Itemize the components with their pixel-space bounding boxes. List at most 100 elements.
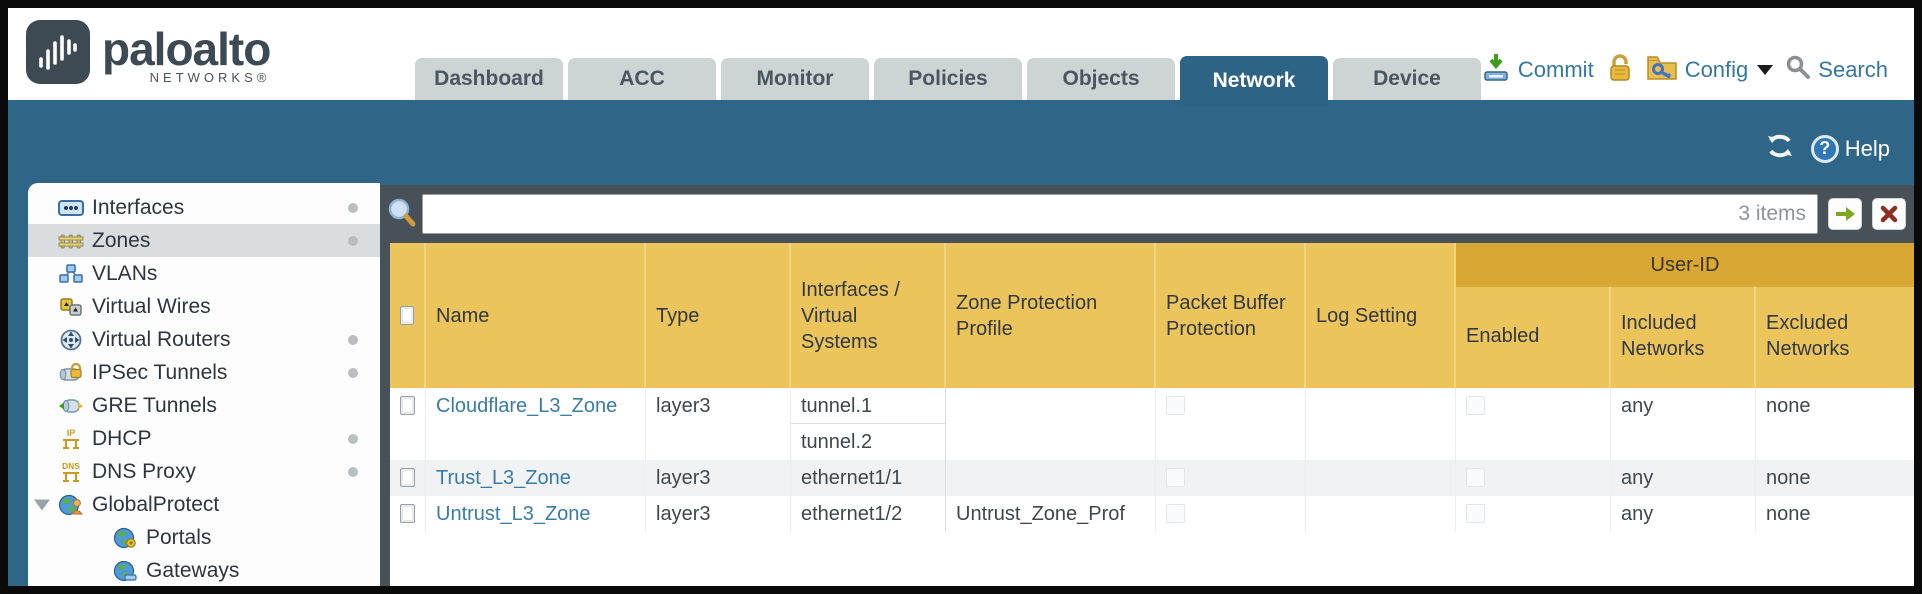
col-zone-protection-profile[interactable]: Zone Protection Profile: [946, 243, 1156, 388]
tab-policies[interactable]: Policies: [874, 58, 1022, 100]
search-icon: [1785, 54, 1811, 86]
gateways-icon: [112, 559, 138, 583]
network-sidebar: Interfaces Zones VLANs Virtual Wires: [28, 183, 380, 586]
zone-name-link[interactable]: Untrust_L3_Zone: [436, 503, 591, 525]
sidebar-item-portals[interactable]: Portals: [28, 521, 380, 554]
expand-caret-icon[interactable]: [34, 499, 50, 510]
portals-icon: [112, 526, 138, 550]
interface-entry: tunnel.1: [791, 388, 945, 424]
zone-name-link[interactable]: Cloudflare_L3_Zone: [436, 395, 618, 417]
virtual-wires-icon: [58, 295, 84, 319]
config-icon: [1646, 52, 1678, 88]
tab-acc[interactable]: ACC: [568, 58, 716, 100]
lock-icon[interactable]: [1606, 53, 1634, 88]
dhcp-icon: IP: [58, 427, 84, 451]
zone-type: layer3: [646, 388, 791, 460]
col-packet-buffer-protection[interactable]: Packet Buffer Protection: [1156, 243, 1306, 388]
included-networks: any: [1611, 388, 1756, 460]
status-dot: [348, 466, 358, 477]
userid-enabled-checkbox[interactable]: [1466, 396, 1485, 415]
zone-type: layer3: [646, 460, 791, 496]
tab-network[interactable]: Network: [1180, 56, 1328, 106]
help-icon: ?: [1810, 134, 1839, 163]
filter-bar: 3 items: [380, 185, 1914, 243]
search-button[interactable]: Search: [1785, 54, 1888, 86]
filter-input[interactable]: [422, 194, 1818, 234]
commit-button[interactable]: Commit: [1481, 52, 1594, 88]
config-menu[interactable]: Config: [1646, 52, 1774, 88]
zones-icon: [58, 229, 84, 253]
refresh-icon[interactable]: [1765, 132, 1795, 165]
sidebar-item-gateways[interactable]: Gateways: [28, 554, 380, 586]
brand-subtext: NETWORKS®: [149, 70, 271, 85]
row-checkbox[interactable]: [400, 396, 415, 415]
zone-interfaces: tunnel.1 tunnel.2: [791, 388, 946, 460]
interface-entry: tunnel.2: [801, 431, 873, 453]
table-row[interactable]: Untrust_L3_Zone layer3 ethernet1/2 Untru…: [390, 496, 1914, 532]
col-name[interactable]: Name: [426, 243, 646, 388]
col-included-networks[interactable]: Included Networks: [1611, 243, 1756, 388]
userid-enabled-checkbox[interactable]: [1466, 504, 1485, 523]
col-interfaces[interactable]: Interfaces / Virtual Systems: [791, 243, 946, 388]
gre-tunnels-icon: [58, 394, 84, 418]
sidebar-item-vlans[interactable]: VLANs: [28, 257, 380, 290]
log-setting: [1306, 388, 1456, 460]
main-tabs: Dashboard ACC Monitor Policies Objects N…: [415, 56, 1481, 106]
virtual-routers-icon: [58, 328, 84, 352]
table-header: Name Type Interfaces / Virtual Systems Z…: [390, 243, 1914, 388]
sidebar-item-gre-tunnels[interactable]: GRE Tunnels: [28, 389, 380, 422]
table-row[interactable]: Cloudflare_L3_Zone layer3 tunnel.1 tunne…: [390, 388, 1914, 460]
sidebar-item-ipsec-tunnels[interactable]: IPSec Tunnels: [28, 356, 380, 389]
sidebar-item-virtual-routers[interactable]: Virtual Routers: [28, 323, 380, 356]
zone-type: layer3: [646, 496, 791, 532]
commit-icon: [1481, 52, 1511, 88]
tab-objects[interactable]: Objects: [1027, 58, 1175, 100]
row-checkbox[interactable]: [400, 504, 415, 523]
packet-buffer-checkbox[interactable]: [1166, 504, 1185, 523]
col-enabled[interactable]: Enabled: [1456, 243, 1611, 388]
sidebar-item-dhcp[interactable]: IP DHCP: [28, 422, 380, 455]
included-networks: any: [1611, 496, 1756, 532]
sidebar-item-dns-proxy[interactable]: DNS DNS Proxy: [28, 455, 380, 488]
col-excluded-networks[interactable]: Excluded Networks: [1766, 311, 1850, 360]
log-setting: [1306, 496, 1456, 532]
packet-buffer-checkbox[interactable]: [1166, 468, 1185, 487]
zone-protection-profile: Untrust_Zone_Prof: [946, 496, 1156, 532]
excluded-networks: none: [1766, 395, 1811, 417]
top-header: paloalto NETWORKS® Dashboard ACC Monitor…: [8, 8, 1914, 106]
sidebar-item-zones[interactable]: Zones: [28, 224, 380, 257]
status-dot: [348, 334, 358, 345]
row-checkbox[interactable]: [400, 468, 415, 487]
col-log-setting[interactable]: Log Setting: [1306, 243, 1456, 388]
tab-device[interactable]: Device: [1333, 58, 1481, 100]
status-dot: [348, 235, 358, 246]
paloalto-logo: paloalto NETWORKS®: [26, 20, 271, 85]
interface-entry: ethernet1/2: [801, 503, 903, 525]
log-setting: [1306, 460, 1456, 496]
userid-enabled-checkbox[interactable]: [1466, 468, 1485, 487]
packet-buffer-checkbox[interactable]: [1166, 396, 1185, 415]
filter-search-icon: [386, 196, 416, 233]
select-all-checkbox[interactable]: [400, 306, 414, 325]
zone-interfaces: ethernet1/2: [791, 496, 946, 532]
user-id-group-header: User-ID: [1456, 243, 1914, 287]
clear-filter-button[interactable]: [1872, 198, 1906, 230]
apply-filter-button[interactable]: [1828, 198, 1862, 230]
zones-table: Name Type Interfaces / Virtual Systems Z…: [390, 243, 1914, 586]
zone-name-link[interactable]: Trust_L3_Zone: [436, 467, 571, 489]
header-actions: Commit: [1481, 52, 1888, 88]
svg-text:IP: IP: [67, 428, 76, 438]
sidebar-item-interfaces[interactable]: Interfaces: [28, 191, 380, 224]
config-caret-icon: [1757, 65, 1774, 75]
tab-monitor[interactable]: Monitor: [721, 58, 869, 100]
col-type[interactable]: Type: [646, 243, 791, 388]
sidebar-item-globalprotect[interactable]: GlobalProtect: [28, 488, 380, 521]
table-row[interactable]: Trust_L3_Zone layer3 ethernet1/1 any non…: [390, 460, 1914, 496]
help-button[interactable]: ? Help: [1810, 134, 1890, 163]
excluded-networks: none: [1766, 503, 1811, 525]
brand-text: paloalto: [102, 23, 271, 75]
sidebar-item-virtual-wires[interactable]: Virtual Wires: [28, 290, 380, 323]
tab-dashboard[interactable]: Dashboard: [415, 58, 563, 100]
included-networks: any: [1611, 460, 1756, 496]
